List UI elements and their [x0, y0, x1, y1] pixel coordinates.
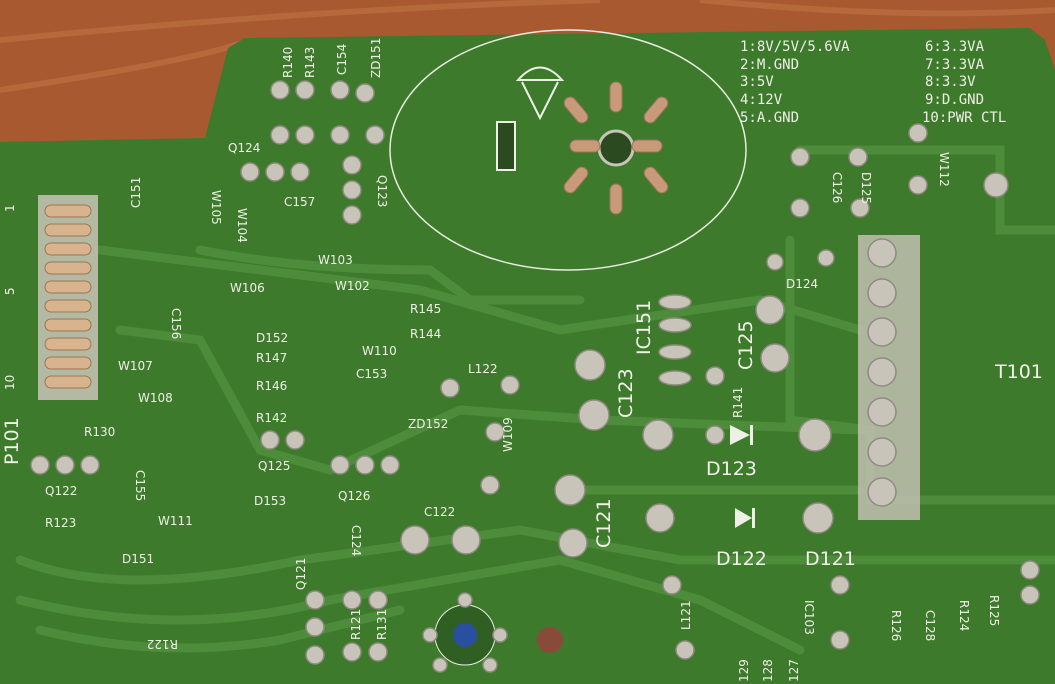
label: Q124 [228, 141, 260, 155]
circuit-board [0, 28, 1055, 684]
label: R141 [731, 387, 745, 418]
diode-symbols [730, 425, 755, 528]
label: W107 [118, 359, 153, 373]
label: Q122 [45, 484, 77, 498]
label: 127 [787, 659, 801, 682]
label: R143 [303, 47, 317, 78]
label: C128 [923, 610, 937, 641]
label: Q121 [294, 558, 308, 590]
heatsink-outline [389, 29, 747, 271]
label: C154 [335, 44, 349, 75]
label: R144 [410, 327, 441, 341]
label: W110 [362, 344, 397, 358]
transformer-t101-pins [858, 235, 920, 520]
legend-item: 6:3.3VA [925, 39, 985, 55]
legend-item: 8:3.3V [925, 74, 976, 90]
label: D152 [256, 331, 288, 345]
connector-p101 [38, 195, 98, 400]
label: IC151 [633, 300, 655, 355]
legend-item: 3:5V [740, 74, 774, 90]
label: L121 [679, 600, 693, 630]
label: Q126 [338, 489, 370, 503]
label: C124 [349, 525, 363, 556]
label: R146 [256, 379, 287, 393]
label: ZD152 [408, 417, 448, 431]
legend-item: 10:PWR CTL [922, 110, 1006, 126]
label: IC103 [802, 600, 816, 635]
label: T101 [994, 361, 1043, 383]
label: D121 [805, 548, 856, 570]
label: C155 [133, 470, 147, 501]
label: P101 [1, 417, 23, 465]
label: R130 [84, 425, 115, 439]
label: R142 [256, 411, 287, 425]
label: D123 [706, 458, 757, 480]
label: C121 [593, 498, 615, 548]
label: W102 [335, 279, 370, 293]
label: Q123 [375, 175, 389, 207]
label: 1 [3, 204, 17, 212]
label: 10 [3, 375, 17, 390]
label: 128 [761, 659, 775, 682]
pin-legend: 1:8V/5V/5.6VA 2:M.GND 3:5V 4:12V 5:A.GND… [740, 39, 1006, 126]
label: C126 [830, 172, 844, 203]
label: C151 [129, 177, 143, 208]
label: W112 [937, 152, 951, 187]
label: Q125 [258, 459, 290, 473]
label: 129 [737, 659, 751, 682]
silkscreen-labels: R140 R143 C154 ZD151 Q124 C151 Q123 W105… [1, 38, 1043, 682]
label: D125 [859, 172, 873, 204]
label: C122 [424, 505, 455, 519]
sun-vent-pattern [496, 66, 669, 215]
label: C125 [735, 320, 757, 370]
label: D122 [716, 548, 767, 570]
label: R126 [889, 610, 903, 641]
label: D153 [254, 494, 286, 508]
fan-symbol-icon [515, 66, 565, 121]
solder-pads [30, 80, 1040, 665]
label: R147 [256, 351, 287, 365]
label: C153 [356, 367, 387, 381]
legend-item: 4:12V [740, 92, 783, 108]
label: R140 [281, 47, 295, 78]
label: W104 [235, 208, 249, 243]
legend-item: 7:3.3VA [925, 57, 985, 73]
label: W108 [138, 391, 173, 405]
label: C156 [169, 308, 183, 339]
label: ZD151 [369, 38, 383, 78]
bottom-socket [422, 592, 563, 673]
label: R122 [147, 637, 178, 651]
label: 5 [3, 287, 17, 295]
label: W103 [318, 253, 353, 267]
label: W109 [501, 417, 515, 452]
label: R131 [375, 609, 389, 640]
legend-item: 2:M.GND [740, 57, 799, 73]
label: C157 [284, 195, 315, 209]
label: W111 [158, 514, 193, 528]
label: R125 [987, 595, 1001, 626]
label: R121 [349, 609, 363, 640]
label: R124 [957, 600, 971, 631]
label: D151 [122, 552, 154, 566]
label: R123 [45, 516, 76, 530]
label: W106 [230, 281, 265, 295]
label: R145 [410, 302, 441, 316]
label: W105 [209, 190, 223, 225]
legend-item: 9:D.GND [925, 92, 984, 108]
label: C123 [615, 368, 637, 418]
legend-item: 1:8V/5V/5.6VA [740, 39, 850, 55]
label: L122 [468, 362, 498, 376]
legend-item: 5:A.GND [740, 110, 799, 126]
label: D124 [786, 277, 818, 291]
